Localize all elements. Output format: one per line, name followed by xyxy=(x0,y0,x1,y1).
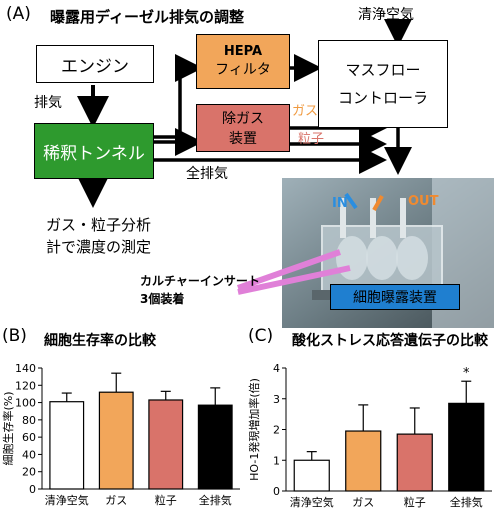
degas-device-box: 除ガス 装置 xyxy=(196,104,290,152)
chart-c-y-tick-label: 4 xyxy=(273,362,280,375)
chart-b-title: 細胞生存率の比較 xyxy=(44,333,156,349)
chart-b-bar xyxy=(197,404,233,490)
degas-label-line2: 装置 xyxy=(229,131,257,147)
exhaust-label: 排気 xyxy=(34,95,62,111)
insert-label-line2: 3個装着 xyxy=(140,292,185,306)
chart-c-bar xyxy=(293,459,330,492)
chart-b-y-tick-label: 60 xyxy=(22,431,36,444)
flow-arrows xyxy=(77,19,412,208)
mfc-label-line1: マスフロー xyxy=(345,60,421,79)
chart-b-bar xyxy=(98,391,134,490)
chart-c-bar xyxy=(396,433,433,492)
chart-c-y-axis-label: HO-1発現増加率(倍) xyxy=(248,378,261,481)
out-label: OUT xyxy=(408,194,439,209)
chart-c-bar xyxy=(448,402,485,492)
chart-b-x-tick-label: ガス xyxy=(105,494,127,507)
gas-label: ガス xyxy=(292,104,319,119)
chart-b-y-tick-label: 0 xyxy=(29,483,36,496)
clean-air-label: 清浄空気 xyxy=(358,7,414,23)
hepa-label-line1: HEPA xyxy=(223,44,263,59)
chart-c-x-tick-label: 全排気 xyxy=(450,495,483,509)
chart-c-x-tick-label: 清浄空気 xyxy=(290,495,334,509)
mass-flow-controller-box: マスフロー コントローラ xyxy=(318,40,448,128)
panel-label-c: (C) xyxy=(248,326,274,346)
diagram-title: 曝露用ディーゼル排気の調整 xyxy=(50,8,244,26)
chart-b-y-tick-label: 80 xyxy=(22,414,36,427)
chart-c-y-tick-label: 0 xyxy=(273,485,280,498)
all-exhaust-label: 全排気 xyxy=(186,166,228,182)
chart-b-y-axis-label: 細胞生存率(%) xyxy=(1,391,15,465)
chart-b-y-tick-label: 140 xyxy=(15,362,36,375)
chart-b-viability: 細胞生存率(%) 0 20 40 60 80 100 120 140 清浄空気 ガス 粒子 全排気 xyxy=(1,362,240,507)
insert-pointer-arrows xyxy=(237,249,351,295)
chart-b-bar xyxy=(148,399,184,490)
chart-b-x-tick-label: 粒子 xyxy=(155,493,177,507)
hepa-filter-box: HEPA フィルタ xyxy=(196,34,290,89)
chart-c-y-tick-label: 3 xyxy=(273,393,280,406)
degas-label-line1: 除ガス xyxy=(222,111,264,127)
analysis-label-line2: 計で濃度の測定 xyxy=(46,238,152,256)
chart-b-y-tick-label: 100 xyxy=(15,397,36,410)
analysis-label-line1: ガス・粒子分析 xyxy=(46,216,152,234)
panel-label-a: (A) xyxy=(6,4,31,24)
chart-c-ho1-expression: HO-1発現増加率(倍) 0 1 2 3 4 清浄空気 ガス 粒子 全排気 * xyxy=(248,362,492,509)
chart-c-x-tick-label: ガス xyxy=(352,496,374,509)
dilution-tunnel-box: 稀釈トンネル xyxy=(34,123,154,179)
engine-box: エンジン xyxy=(36,45,154,83)
chart-c-title: 酸化ストレス応答遺伝子の比較 xyxy=(292,333,488,349)
chart-c-x-tick-label: 粒子 xyxy=(404,495,426,509)
chart-c-y-tick-label: 1 xyxy=(273,454,280,467)
device-label: 細胞曝露装置 xyxy=(353,290,437,306)
chart-c-significance-mark: * xyxy=(463,366,470,381)
insert-label-line1: カルチャーインサート xyxy=(140,274,260,288)
in-label: IN xyxy=(332,196,348,211)
panel-label-b: (B) xyxy=(2,326,27,346)
chart-b-x-tick-label: 全排気 xyxy=(199,493,232,507)
tunnel-label: 稀釈トンネル xyxy=(43,143,145,164)
chart-b-y-tick-label: 120 xyxy=(15,379,36,392)
chart-b-bar xyxy=(49,401,85,490)
chart-b-y-tick-label: 40 xyxy=(22,448,36,461)
hepa-label-line2: フィルタ xyxy=(215,62,271,78)
chart-b-y-tick-label: 20 xyxy=(22,466,36,479)
mfc-label-line2: コントローラ xyxy=(337,89,428,107)
chart-c-bar xyxy=(345,430,382,492)
chart-b-x-tick-label: 清浄空気 xyxy=(45,493,89,507)
chart-c-y-tick-label: 2 xyxy=(273,424,280,437)
engine-label: エンジン xyxy=(61,56,129,77)
particle-label: 粒子 xyxy=(298,132,325,147)
cell-exposure-device-box: 細胞曝露装置 xyxy=(330,284,460,310)
